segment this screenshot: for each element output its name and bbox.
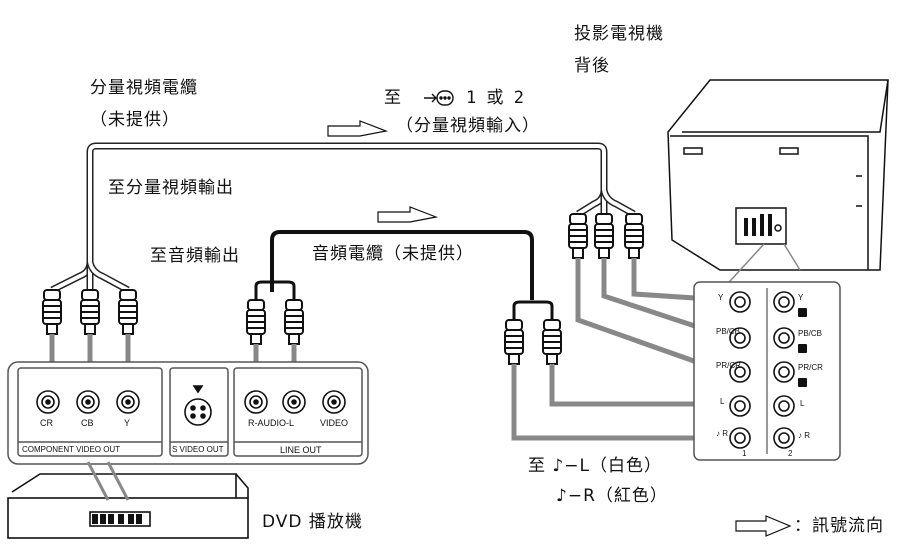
- destination-prefix: 至: [384, 88, 402, 108]
- tv-title-line2: 背後: [574, 56, 610, 76]
- audio-cable: [254, 230, 554, 320]
- tv-col2-r: ♪ R: [798, 431, 810, 440]
- tv-col2-pr: PR/CR: [798, 363, 823, 372]
- component-input-icon: [424, 90, 454, 106]
- dvd-player-label: DVD 播放機: [262, 512, 363, 532]
- projection-tv: [667, 79, 889, 271]
- dvd-callout: [86, 461, 130, 501]
- dvd-jack-cb: CB: [81, 418, 94, 428]
- legend-text: ：訊號流向: [794, 516, 884, 536]
- dvd-jack-video: VIDEO: [320, 418, 349, 428]
- audio-output-label: 至音頻輸出: [150, 246, 240, 266]
- dvd-component-title: COMPONENT VIDEO OUT: [22, 445, 121, 454]
- signal-arrow-top: [327, 120, 389, 137]
- tv-input-panel: [693, 281, 841, 461]
- dvd-jack-cr: CR: [40, 418, 53, 428]
- dvd-svideo-title: S VIDEO OUT: [172, 445, 224, 454]
- tv-col2-y: Y: [798, 293, 804, 302]
- signal-arrow-audio: [377, 206, 439, 223]
- tv-col1-foot: 1: [742, 449, 747, 458]
- dvd-line-title: LINE OUT: [280, 445, 322, 455]
- dvd-jacks: [36, 385, 346, 426]
- tv-title-line1: 投影電視機: [574, 24, 664, 44]
- tv-col1-pr: PR/CR: [716, 361, 741, 370]
- component-plugs-dvd: [42, 289, 138, 335]
- component-plugs-tv: [568, 213, 644, 259]
- tv-col2-pb: PB/CB: [798, 329, 823, 338]
- audio-dest-left: 至 ♪−L（白色）: [528, 456, 662, 476]
- audio-dest-right: ♪−R（紅色）: [556, 486, 668, 506]
- component-cable-note: （未提供）: [90, 110, 180, 130]
- audio-plugs-dvd: [246, 299, 304, 345]
- component-video-cable: [50, 142, 636, 294]
- tv-col1-l: L: [720, 397, 725, 406]
- dvd-player-body: [7, 473, 249, 539]
- tv-col1-pb: PB/CB: [716, 327, 741, 336]
- component-cable-name: 分量視頻電纜: [90, 78, 198, 98]
- tv-col1-r: ♪ R: [716, 429, 728, 438]
- tv-col2-l: L: [800, 399, 805, 408]
- tv-col1-y: Y: [718, 293, 724, 302]
- dvd-jack-y: Y: [124, 418, 131, 428]
- destination-suffix: 1 或 2: [466, 88, 524, 108]
- dvd-jack-audio: R-AUDIO-L: [248, 418, 295, 428]
- component-output-label: 至分量視頻輸出: [108, 178, 234, 198]
- destination-input: （分量視頻輸入）: [396, 116, 540, 136]
- audio-plugs-tv: [504, 319, 562, 365]
- tv-col2-foot: 2: [788, 449, 793, 458]
- legend-arrow: [735, 515, 792, 537]
- audio-cable-label: 音頻電纜（未提供）: [312, 244, 474, 264]
